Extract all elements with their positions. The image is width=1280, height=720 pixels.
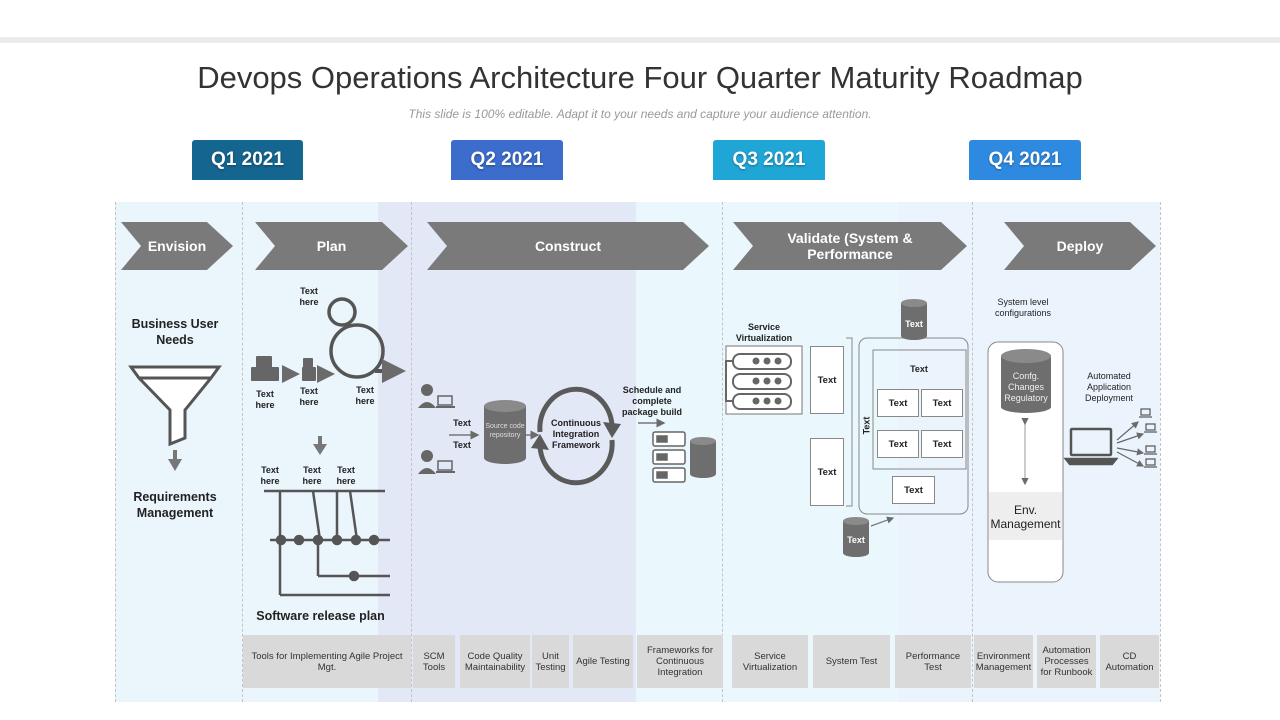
- divider-line: [242, 202, 243, 702]
- plan-text-2: Text here: [255, 389, 275, 410]
- auto-deploy-label: Automated Application Deployment: [1084, 371, 1134, 403]
- database-icon: [1001, 349, 1051, 413]
- database-icon: [484, 400, 526, 464]
- page-subtitle: This slide is 100% editable. Adapt it to…: [408, 107, 872, 121]
- tool-agile-testing: Agile Testing: [573, 635, 633, 688]
- ci-label: Continuous Integration Framework: [551, 418, 601, 450]
- tool-agile-project: Tools for Implementing Agile Project Mgt…: [243, 635, 411, 688]
- plan-text-1: Text here: [299, 286, 319, 307]
- plan-text-4: Text here: [355, 385, 375, 406]
- validate-grid-3: Text: [877, 430, 919, 458]
- arrow-down-icon: [168, 450, 182, 471]
- plan-text-5: Text here: [260, 465, 280, 486]
- laptop-icon: [1063, 427, 1119, 466]
- repo-label: Source code repository: [485, 423, 525, 439]
- validate-text-side: Text: [861, 416, 872, 435]
- construct-text-1: Text: [453, 418, 471, 428]
- plan-text-3: Text here: [299, 386, 319, 407]
- requirements-label: Requirements Management: [133, 490, 217, 520]
- validate-db-bottom-label: Text: [847, 535, 865, 545]
- release-plan-icon: [264, 489, 390, 597]
- env-box: [989, 492, 1062, 540]
- phase-validate: Validate (System & Performance: [733, 222, 967, 270]
- validate-text-b: Text: [810, 438, 844, 506]
- server-rack-icon: [725, 353, 792, 410]
- tool-unit-testing: Unit Testing: [532, 635, 569, 688]
- validate-grid-2: Text: [921, 389, 963, 417]
- tool-ci-frameworks: Frameworks for Continuous Integration: [637, 635, 723, 688]
- ci-cycle-icon: [531, 386, 621, 486]
- schedule-label: Schedule and complete package build: [621, 385, 683, 417]
- refresh-loop-icon: [327, 297, 406, 383]
- plan-text-6: Text here: [302, 465, 322, 486]
- quarter-q4: Q4 2021: [969, 140, 1081, 180]
- database-icon: [690, 437, 716, 478]
- tool-automation-runbook: Automation Processes for Runbook: [1037, 635, 1096, 688]
- package-icon: [251, 356, 316, 381]
- tool-service-virtualization: Service Virtualization: [732, 635, 808, 688]
- quarter-q2: Q2 2021: [451, 140, 563, 180]
- divider-line: [722, 202, 723, 702]
- tool-code-quality: Code Quality Maintainability: [460, 635, 530, 688]
- plan-text-7: Text here: [336, 465, 356, 486]
- tool-performance-test: Performance Test: [895, 635, 971, 688]
- arrow-down-icon: [313, 436, 327, 455]
- system-config-label: System level configurations: [994, 297, 1052, 318]
- top-divider: [0, 37, 1280, 43]
- validate-grid-5: Text: [892, 476, 935, 504]
- validate-grid-1: Text: [877, 389, 919, 417]
- phase-deploy: Deploy: [1004, 222, 1156, 270]
- tool-system-test: System Test: [813, 635, 890, 688]
- monitor-icon: [1139, 408, 1157, 468]
- business-needs-label: Business User Needs: [131, 317, 219, 347]
- validate-grid-4: Text: [921, 430, 963, 458]
- database-icon: [843, 517, 869, 557]
- server-stack-icon: [652, 431, 686, 483]
- validate-text-a: Text: [810, 346, 844, 414]
- database-icon: [901, 299, 927, 340]
- quarter-q1: Q1 2021: [192, 140, 303, 180]
- funnel-icon: [128, 365, 222, 447]
- quarter-q3: Q3 2021: [713, 140, 825, 180]
- bracket: [846, 337, 853, 507]
- phase-plan: Plan: [255, 222, 408, 270]
- construct-text-2: Text: [453, 440, 471, 450]
- validate-db-top-label: Text: [905, 319, 923, 329]
- tool-scm: SCM Tools: [413, 635, 455, 688]
- phase-construct: Construct: [427, 222, 709, 270]
- config-changes-label: Confg. Changes Regulatory: [1004, 371, 1048, 403]
- service-virtualization-label: Service Virtualization: [735, 322, 793, 343]
- tool-environment-management: Environment Management: [974, 635, 1033, 688]
- release-plan-label: Software release plan: [256, 609, 385, 623]
- validate-text-top: Text: [910, 364, 928, 374]
- band-q1: [115, 202, 378, 702]
- env-management-label: Env. Management: [990, 503, 1061, 531]
- network-arrows-icon: [1116, 421, 1145, 467]
- user-laptop-icon: [418, 384, 455, 474]
- divider-line: [115, 202, 116, 702]
- validate-inner-frame: [872, 349, 967, 470]
- page-title: Devops Operations Architecture Four Quar…: [197, 60, 1083, 95]
- tool-cd-automation: CD Automation: [1100, 635, 1159, 688]
- divider-line: [411, 202, 412, 702]
- divider-line: [1160, 202, 1161, 702]
- divider-line: [972, 202, 973, 702]
